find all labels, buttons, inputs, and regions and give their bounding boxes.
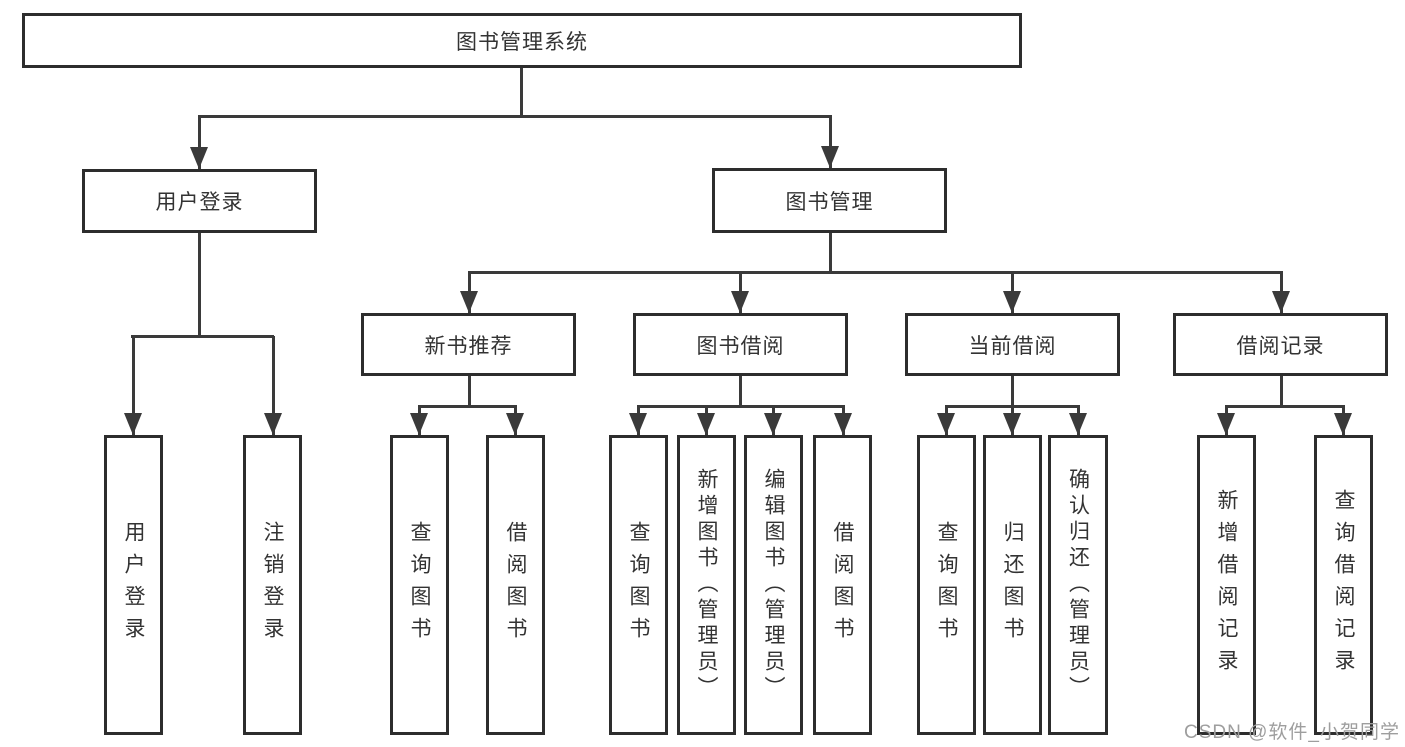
connector-user-trunk xyxy=(198,233,201,336)
node-label: 借阅记录 xyxy=(1236,334,1325,358)
arrow-down-icon xyxy=(1334,413,1352,435)
arrow-down-icon xyxy=(1069,413,1087,435)
node-library-system: 图书管理系统 xyxy=(22,13,1022,68)
arrow-down-icon xyxy=(410,413,428,435)
node-label: 当前借阅 xyxy=(968,334,1057,358)
node-label: 图书管理 xyxy=(785,190,874,214)
node-label: 借阅图书 xyxy=(831,521,854,649)
node-label: 确认归还（管理员） xyxy=(1066,468,1090,702)
node-label: 新增借阅记录 xyxy=(1215,489,1238,681)
leaf-borrow-book: 借阅图书 xyxy=(813,435,872,735)
leaf-query-books-recommend: 查询图书 xyxy=(390,435,449,735)
arrow-down-icon xyxy=(731,291,749,313)
leaf-confirm-return-admin: 确认归还（管理员） xyxy=(1048,435,1108,735)
node-book-management: 图书管理 xyxy=(712,168,947,233)
node-book-borrow: 图书借阅 xyxy=(633,313,848,376)
node-label: 查询图书 xyxy=(935,521,958,649)
connector-shaft xyxy=(132,336,135,435)
leaf-edit-book-admin: 编辑图书（管理员） xyxy=(744,435,803,735)
leaf-query-books-current: 查询图书 xyxy=(917,435,976,735)
connector-trunk xyxy=(1011,376,1014,406)
arrow-down-icon xyxy=(506,413,524,435)
node-label: 新增图书（管理员） xyxy=(695,468,718,702)
arrow-down-icon xyxy=(190,147,208,169)
leaf-query-books-borrow: 查询图书 xyxy=(609,435,668,735)
node-borrow-records: 借阅记录 xyxy=(1173,313,1388,376)
node-label: 用户登录 xyxy=(122,521,145,649)
arrow-down-icon xyxy=(124,413,142,435)
connector-user-branch xyxy=(131,335,274,338)
connector-level2-branch xyxy=(468,271,1283,274)
connector-sub-branch xyxy=(418,405,517,408)
leaf-return-book: 归还图书 xyxy=(983,435,1042,735)
connector-sub-branch xyxy=(637,405,845,408)
node-label: 编辑图书（管理员） xyxy=(762,468,785,702)
leaf-borrow-book-recommend: 借阅图书 xyxy=(486,435,545,735)
arrow-down-icon xyxy=(629,413,647,435)
arrow-down-icon xyxy=(1003,291,1021,313)
arrow-down-icon xyxy=(1003,413,1021,435)
connector-shaft xyxy=(829,117,832,168)
node-label: 图书借阅 xyxy=(696,334,785,358)
node-label: 查询图书 xyxy=(408,521,431,649)
watermark: CSDN @软件_小贺同学 xyxy=(1184,722,1400,743)
node-label: 归还图书 xyxy=(1001,521,1024,649)
arrow-down-icon xyxy=(937,413,955,435)
node-label: 借阅图书 xyxy=(504,521,527,649)
node-label: 注销登录 xyxy=(261,521,284,649)
node-label: 用户登录 xyxy=(155,191,244,214)
node-label: 新书推荐 xyxy=(424,334,513,358)
connector-shaft xyxy=(198,117,201,169)
leaf-add-borrow-record: 新增借阅记录 xyxy=(1197,435,1256,735)
connector-root-trunk xyxy=(520,68,523,117)
arrow-down-icon xyxy=(264,413,282,435)
arrow-down-icon xyxy=(834,413,852,435)
leaf-logout: 注销登录 xyxy=(243,435,302,735)
connector-sub-branch xyxy=(1225,405,1345,408)
node-user-login: 用户登录 xyxy=(82,169,317,233)
connector-trunk xyxy=(468,376,471,406)
connector-shaft xyxy=(272,336,275,435)
node-new-book-recommend: 新书推荐 xyxy=(361,313,576,376)
arrow-down-icon xyxy=(821,146,839,168)
arrow-down-icon xyxy=(1217,413,1235,435)
connector-trunk xyxy=(1280,376,1283,406)
arrow-down-icon xyxy=(764,413,782,435)
leaf-add-book-admin: 新增图书（管理员） xyxy=(677,435,736,735)
arrow-down-icon xyxy=(1272,291,1290,313)
node-label: 查询图书 xyxy=(627,521,650,649)
connector-trunk xyxy=(739,376,742,406)
arrow-down-icon xyxy=(697,413,715,435)
leaf-user-login: 用户登录 xyxy=(104,435,163,735)
arrow-down-icon xyxy=(460,291,478,313)
connector-mgmt-trunk xyxy=(829,233,832,272)
node-current-borrow: 当前借阅 xyxy=(905,313,1120,376)
node-label: 图书管理系统 xyxy=(456,30,588,54)
connector-level1-branch xyxy=(198,115,832,118)
leaf-query-borrow-record: 查询借阅记录 xyxy=(1314,435,1373,735)
node-label: 查询借阅记录 xyxy=(1332,489,1355,681)
